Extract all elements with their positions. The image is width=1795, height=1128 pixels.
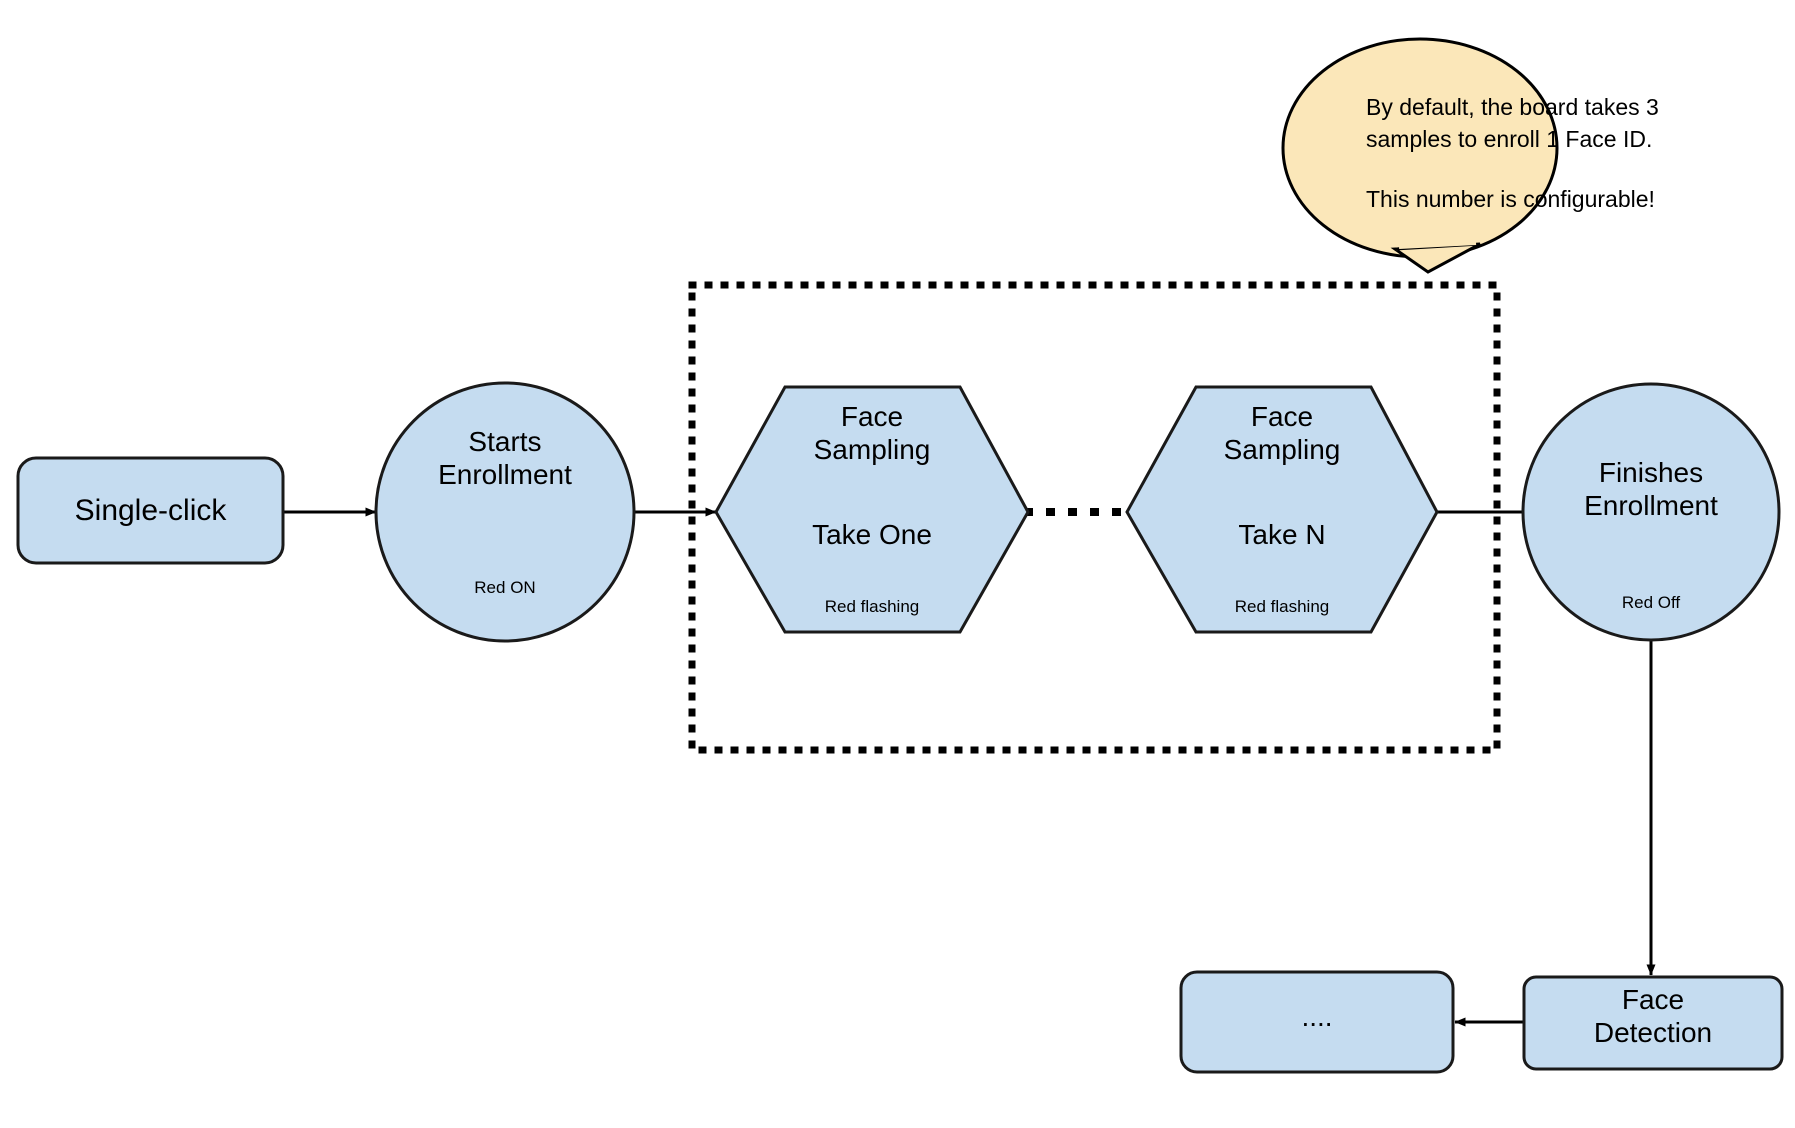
node-finishes-enrollment[interactable] (1521, 382, 1781, 642)
callout-balloon (1281, 37, 1559, 274)
node-single-click[interactable] (16, 456, 285, 565)
node-face-detection[interactable] (1522, 975, 1784, 1071)
sampling-loop-group (688, 281, 1501, 754)
node-starts-enrollment[interactable] (374, 381, 636, 643)
callout-ellipse (1281, 37, 1559, 259)
node-face-sampling-take-one[interactable] (714, 385, 1030, 634)
node-continuation[interactable] (1179, 970, 1455, 1074)
callout-tail-cover (1398, 239, 1477, 249)
node-face-sampling-take-n[interactable] (1125, 385, 1439, 634)
